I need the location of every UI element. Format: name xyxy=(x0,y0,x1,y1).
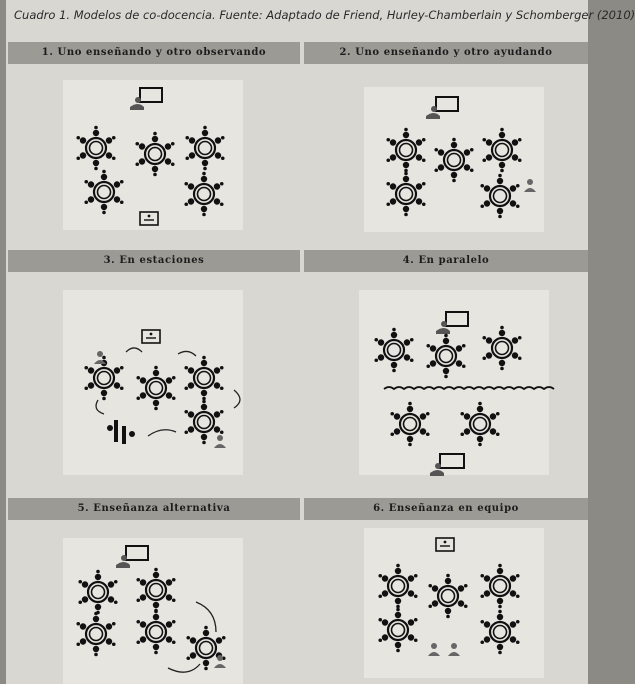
teacher-icon xyxy=(524,179,536,192)
panel-5: 5. Enseñanza alternativa xyxy=(8,498,300,684)
student-table-icon xyxy=(480,609,520,655)
flow-arrow-icon xyxy=(195,601,217,633)
student-table-icon xyxy=(386,127,426,173)
teacher-icon xyxy=(214,655,226,668)
student-table-icon xyxy=(480,173,520,219)
flow-arrow-icon xyxy=(233,389,241,409)
teacher-at-board-icon xyxy=(116,545,149,568)
illustration xyxy=(63,538,243,684)
figure-caption: Cuadro 1. Modelos de co-docencia. Fuente… xyxy=(14,8,635,22)
student-table-icon xyxy=(136,609,176,655)
panel-title: 2. Uno enseñando y otro ayudando xyxy=(304,42,588,64)
panel-title: 1. Uno enseñando y otro observando xyxy=(8,42,300,64)
student-table-icon xyxy=(386,171,426,217)
panel-1: 1. Uno enseñando y otro observando xyxy=(8,42,300,242)
panel-title: 6. Enseñanza en equipo xyxy=(304,498,588,520)
teacher-at-board-icon xyxy=(430,453,465,476)
illustration-1 xyxy=(76,87,225,226)
teacher-at-board-icon xyxy=(130,87,163,110)
student-table-icon xyxy=(378,607,418,653)
student-table-icon xyxy=(428,573,468,619)
screen-icon xyxy=(435,537,455,552)
panel-3: 3. En estaciones xyxy=(8,250,300,480)
teacher-icon xyxy=(428,643,440,656)
student-table-icon xyxy=(184,355,224,401)
teacher-icon xyxy=(448,643,460,656)
student-table-icon xyxy=(480,563,520,609)
illustration-4 xyxy=(374,311,555,476)
teacher-at-board-icon xyxy=(436,311,469,334)
student-table-icon xyxy=(482,127,522,173)
student-table-icon xyxy=(434,137,474,183)
teacher-at-board-icon xyxy=(426,96,459,119)
student-table-icon xyxy=(184,399,224,445)
panel-title: 4. En paralelo xyxy=(304,250,588,272)
student-table-icon xyxy=(426,333,466,379)
illustration-5 xyxy=(76,545,226,673)
student-table-icon xyxy=(460,401,500,447)
flow-arrow-icon xyxy=(125,347,143,353)
student-table-icon xyxy=(184,171,224,217)
screen-icon xyxy=(141,329,161,344)
illustration-3 xyxy=(84,329,241,448)
student-table-icon xyxy=(136,365,176,411)
student-table-icon xyxy=(378,563,418,609)
illustration xyxy=(359,290,549,475)
flow-arrow-icon xyxy=(147,429,177,437)
flow-arrow-icon xyxy=(167,663,201,673)
panel-4: 4. En paralelo xyxy=(304,250,588,480)
illustration-6 xyxy=(378,537,520,656)
student-table-icon xyxy=(76,611,116,657)
panel-title: 3. En estaciones xyxy=(8,250,300,272)
panel-title: 5. Enseñanza alternativa xyxy=(8,498,300,520)
panel-2: 2. Uno enseñando y otro ayudando xyxy=(304,42,588,242)
student-table-icon xyxy=(136,567,176,613)
student-table-icon xyxy=(135,131,175,177)
flow-arrow-icon xyxy=(95,399,105,415)
panel-6: 6. Enseñanza en equipo xyxy=(304,498,588,684)
screen-icon xyxy=(139,211,159,226)
student-table-icon xyxy=(84,169,124,215)
student-table-icon xyxy=(482,325,522,371)
flow-arrow-icon xyxy=(177,350,197,357)
student-table-icon xyxy=(185,125,225,171)
student-table-icon xyxy=(390,401,430,447)
document-page: Cuadro 1. Modelos de co-docencia. Fuente… xyxy=(6,0,635,684)
wave-divider-icon xyxy=(383,386,555,391)
teacher-icon xyxy=(94,351,106,364)
illustration-2 xyxy=(386,96,536,219)
student-table-icon xyxy=(186,625,226,671)
student-table-icon xyxy=(76,125,116,171)
student-table-icon xyxy=(374,327,414,373)
student-table-icon xyxy=(107,420,135,444)
student-table-icon xyxy=(84,355,124,401)
student-table-icon xyxy=(78,569,118,615)
teacher-icon xyxy=(214,435,226,448)
